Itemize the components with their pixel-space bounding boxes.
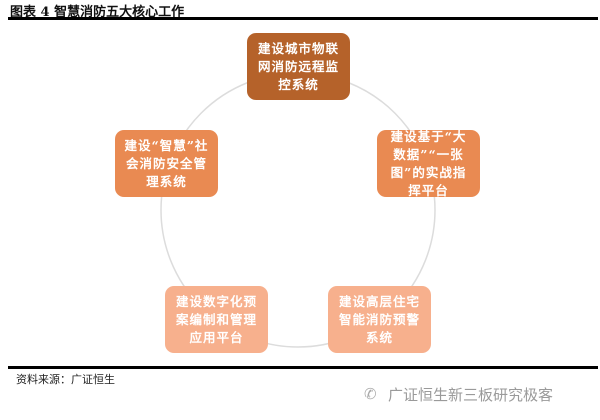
figure-title: 图表 4 智慧消防五大核心工作	[10, 5, 185, 20]
wechat-icon: ✆	[364, 385, 377, 403]
node-smart-social-safety-system: 建设“智慧”社会消防安全管理系统	[115, 130, 218, 197]
node-digital-plan-platform: 建设数字化预案编制和管理应用平台	[165, 286, 268, 353]
bottom-rule	[8, 366, 598, 369]
watermark: 广证恒生新三板研究极客	[388, 386, 554, 404]
node-big-data-command-platform: 建设基于“大数据”“一张图”的实战指挥平台	[377, 129, 480, 198]
top-rule	[8, 17, 598, 20]
node-highrise-warning-system: 建设高层住宅智能消防预警系统	[328, 286, 431, 353]
source-note: 资料来源：广证恒生	[16, 373, 115, 386]
node-iot-remote-monitoring: 建设城市物联网消防远程监控系统	[247, 33, 350, 100]
